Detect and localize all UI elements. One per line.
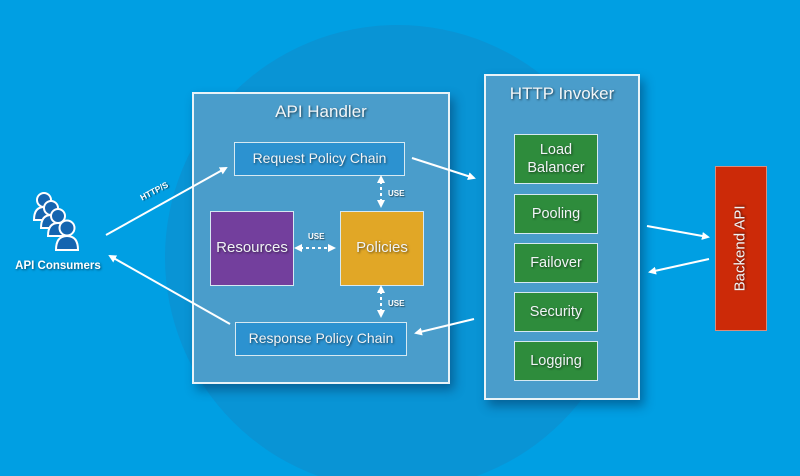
backend-api-box[interactable]: Backend API [715, 166, 767, 331]
policies-box[interactable]: Policies [340, 211, 424, 286]
use-label-request: USE [388, 189, 405, 198]
invoker-item-pooling[interactable]: Pooling [514, 194, 598, 234]
resources-box[interactable]: Resources [210, 211, 294, 286]
invoker-item-logging[interactable]: Logging [514, 341, 598, 381]
use-label-response: USE [388, 299, 405, 308]
api-handler-title: API Handler [275, 102, 367, 121]
arrow-invoker-to-backend [646, 225, 710, 240]
use-label-resources: USE [308, 232, 325, 241]
api-consumers-label: API Consumers [15, 260, 101, 272]
arrow-backend-to-invoker [648, 258, 710, 275]
arrow-invoker-to-response [414, 318, 475, 336]
arrow-request-to-invoker [411, 157, 476, 180]
invoker-item-security[interactable]: Security [514, 292, 598, 332]
http-invoker-title: HTTP Invoker [509, 84, 615, 103]
request-policy-chain[interactable]: Request Policy Chain [234, 142, 405, 176]
arrow-consumers-to-request [105, 167, 228, 236]
invoker-item-load-balancer[interactable]: Load Balancer [514, 134, 598, 184]
invoker-item-failover[interactable]: Failover [514, 243, 598, 283]
arrow-response-to-consumers [108, 255, 231, 325]
response-policy-chain[interactable]: Response Policy Chain [235, 322, 407, 356]
